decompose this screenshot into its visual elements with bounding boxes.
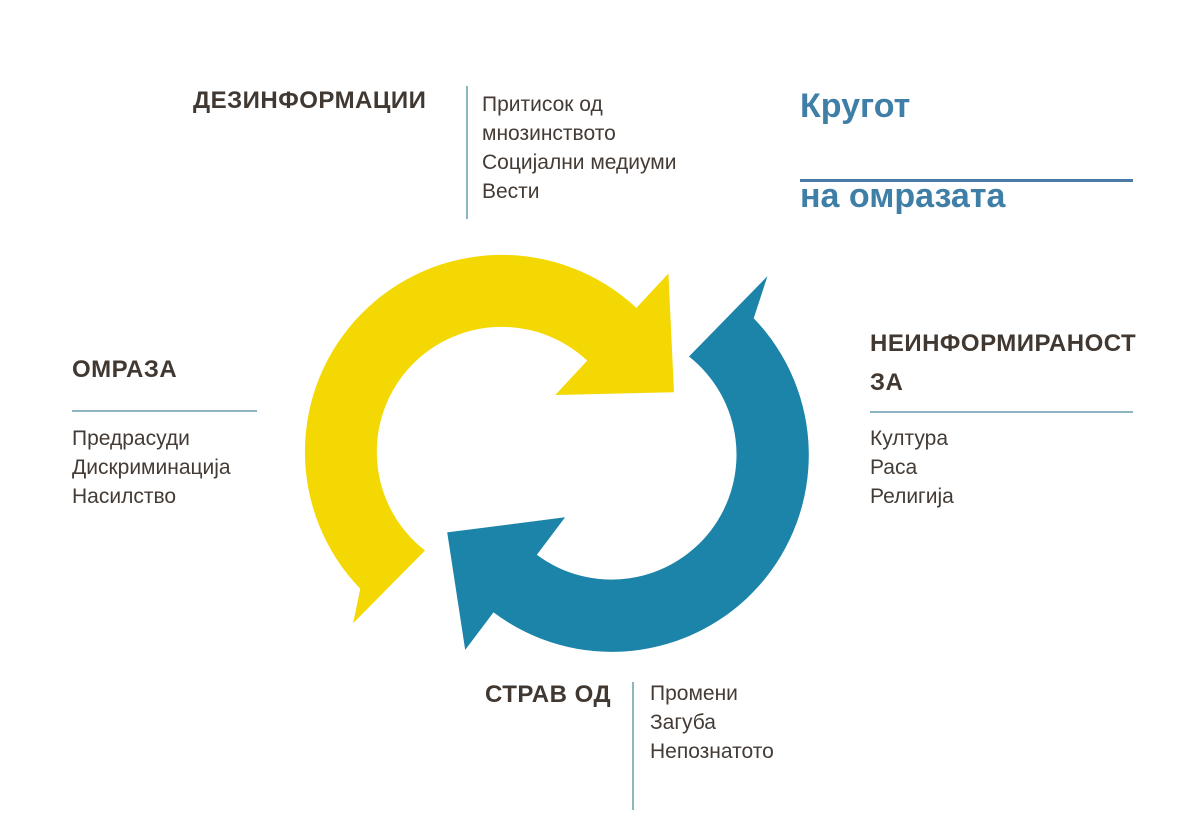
section-heading-uninformedness: НЕИНФОРМИРАНОСТ ЗА bbox=[870, 330, 1137, 396]
section-heading-fear: СТРАВ ОД bbox=[485, 681, 612, 708]
section-heading-disinformation: ДЕЗИНФОРМАЦИИ bbox=[193, 87, 427, 114]
list-item: Непознатото bbox=[650, 740, 774, 763]
divider-hatred bbox=[72, 410, 257, 412]
list-item: Предрасуди bbox=[72, 427, 190, 450]
list-item: Загуба bbox=[650, 711, 716, 734]
list-item: Притисок од мнозинството bbox=[482, 93, 616, 145]
list-item: Вести bbox=[482, 180, 540, 203]
list-item: Религија bbox=[870, 485, 954, 508]
section-heading-hatred: ОМРАЗА bbox=[72, 356, 178, 383]
divider-uninformedness bbox=[870, 411, 1133, 413]
page-title-line1: Кругот bbox=[800, 87, 911, 125]
page-title: Кругот на омразата bbox=[800, 84, 1005, 219]
list-item: Култура bbox=[870, 427, 949, 450]
page-title-line2: на омразата bbox=[800, 177, 1006, 215]
list-item: Раса bbox=[870, 456, 918, 479]
list-item: Социјални медиуми bbox=[482, 151, 677, 174]
title-underline bbox=[800, 179, 1133, 182]
divider-disinformation bbox=[466, 86, 468, 219]
blue-arrow bbox=[447, 276, 809, 652]
list-item: Насилство bbox=[72, 485, 177, 508]
divider-fear bbox=[632, 682, 634, 810]
list-item: Дискриминација bbox=[72, 456, 231, 479]
list-item: Промени bbox=[650, 682, 738, 705]
yellow-arrow bbox=[304, 254, 674, 624]
